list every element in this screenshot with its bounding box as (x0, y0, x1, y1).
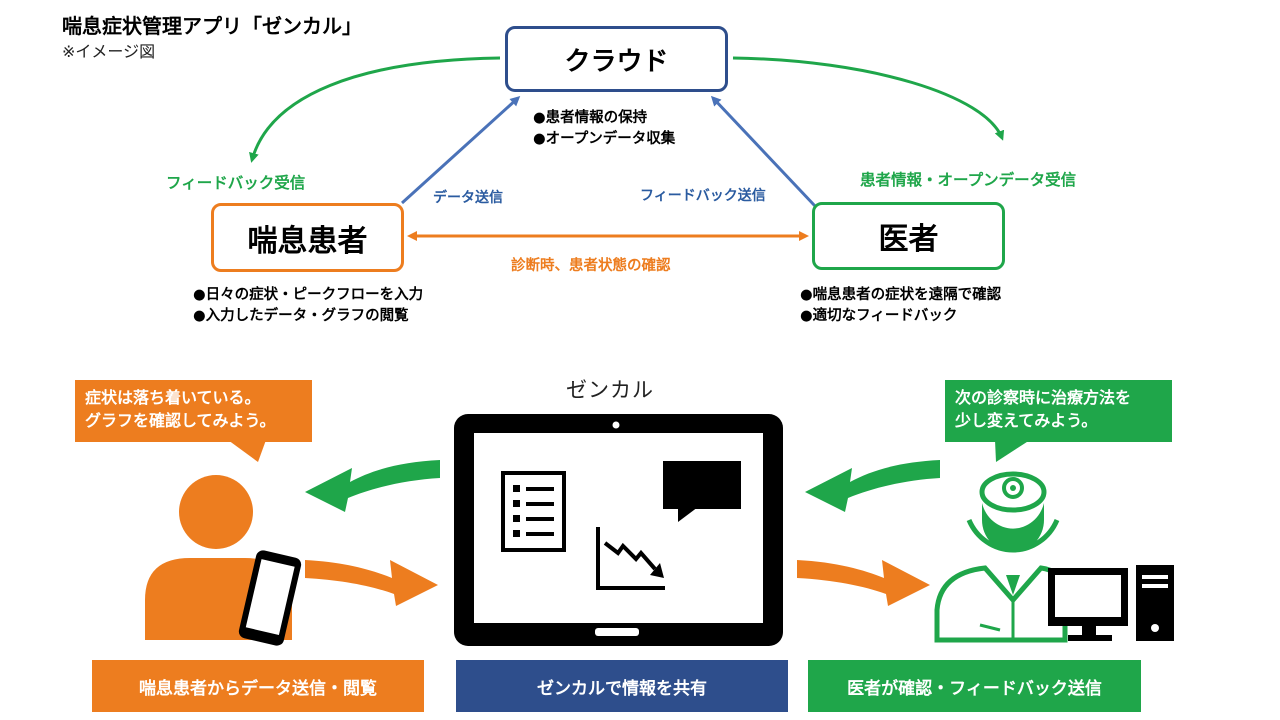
patient-speech-bubble: 症状は落ち着いている。 グラフを確認してみよう。 (75, 380, 312, 442)
cloud-label: クラウド (564, 46, 669, 77)
bubble-tail-left (228, 440, 266, 462)
doctor-node: 医者 (812, 202, 1005, 270)
patient-bullet: 日々の症状・ピークフローを入力 (193, 285, 424, 306)
label-feedback-send: フィードバック送信 (640, 188, 766, 204)
bubble-text: 次の診察時に治療方法を (955, 388, 1132, 407)
bubble-text: 少し変えてみよう。 (955, 411, 1098, 430)
bubble-text: グラフを確認してみよう。 (85, 411, 276, 430)
patient-label: 喘息患者 (247, 223, 368, 259)
orange-arrow-to-tablet (305, 560, 438, 606)
cloud-bullet: 患者情報の保持 (533, 108, 675, 129)
page-subtitle: ※イメージ図 (62, 42, 156, 61)
desktop-computer-icon (1048, 565, 1174, 641)
footer-app: ゼンカルで情報を共有 (456, 660, 788, 712)
doctor-label: 医者 (878, 222, 939, 257)
label-data-send: データ送信 (433, 190, 503, 206)
footer-patient: 喘息患者からデータ送信・閲覧 (92, 660, 424, 712)
cloud-bullet: オープンデータ収集 (533, 129, 676, 150)
green-arrow-from-doctor (805, 460, 940, 512)
patient-node: 喘息患者 (211, 203, 404, 272)
smartphone-icon (238, 550, 302, 646)
patient-bullet: 入力したデータ・グラフの閲覧 (193, 306, 423, 327)
label-feedback-received: フィードバック受信 (166, 174, 306, 192)
arrow-patient-to-cloud (400, 95, 521, 205)
arrow-cloud-to-patient (249, 56, 501, 163)
arrow-doctor-to-cloud (710, 95, 817, 208)
orange-arrow-to-doctor (797, 560, 930, 606)
bubble-tail-right (995, 440, 1030, 462)
footer-doctor: 医者が確認・フィードバック送信 (808, 660, 1141, 712)
label-patient-info-received: 患者情報・オープンデータ受信 (860, 171, 1077, 189)
doctor-bullet: 適切なフィードバック (800, 306, 1001, 327)
page-title: 喘息症状管理アプリ「ゼンカル」 (62, 14, 362, 38)
green-arrow-to-patient (305, 460, 440, 512)
patient-bullets: 日々の症状・ピークフローを入力 入力したデータ・グラフの閲覧 (193, 285, 424, 327)
arrow-cloud-to-doctor (732, 56, 1005, 141)
doctor-icon (934, 471, 1068, 643)
doctor-speech-bubble: 次の診察時に治療方法を 少し変えてみよう。 (945, 380, 1172, 442)
checklist-icon (501, 471, 566, 552)
app-name: ゼンカル (566, 378, 654, 402)
doctor-bullet: 喘息患者の症状を遠隔で確認 (800, 285, 1002, 306)
chat-bubble-icon (663, 461, 741, 522)
bubble-text: 症状は落ち着いている。 (85, 388, 261, 407)
label-diagnosis: 診断時、患者状態の確認 (511, 258, 671, 274)
doctor-bullets: 喘息患者の症状を遠隔で確認 適切なフィードバック (800, 285, 1002, 327)
cloud-node: クラウド (505, 26, 728, 92)
cloud-bullets: 患者情報の保持 オープンデータ収集 (533, 108, 676, 150)
downtrend-chart-icon (596, 527, 665, 590)
